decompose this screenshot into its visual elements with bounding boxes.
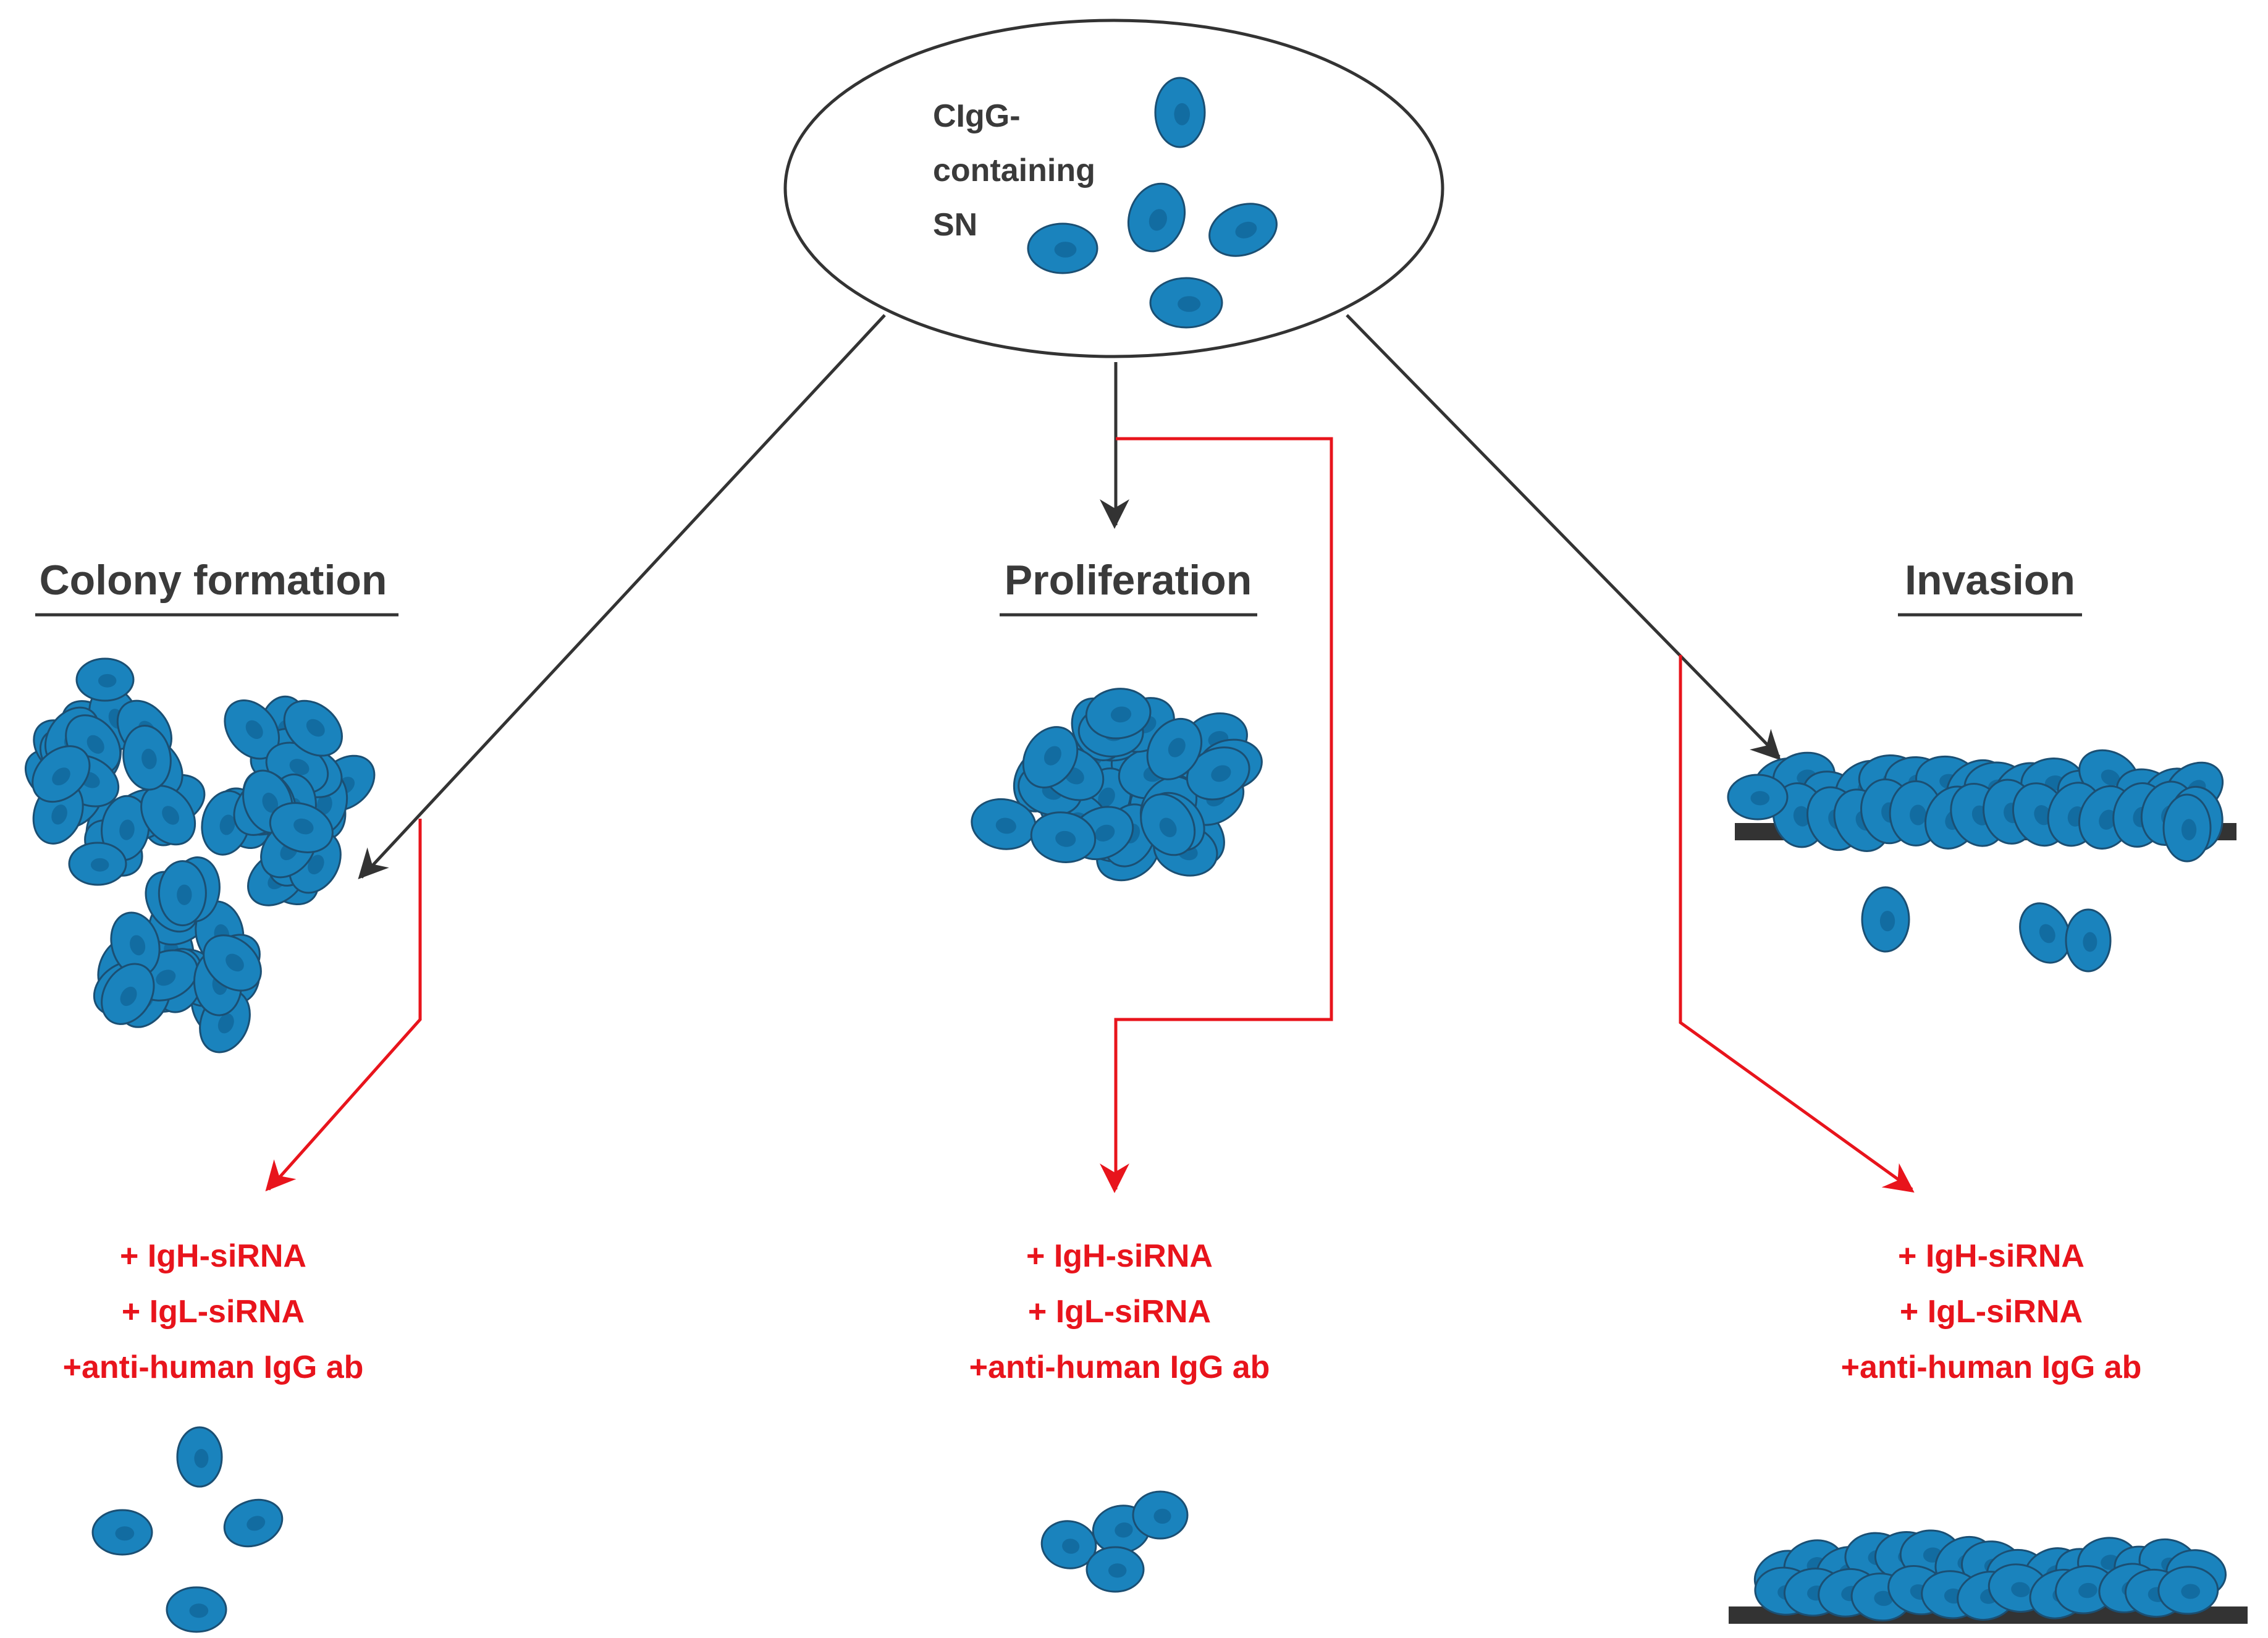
arrow-to-invasion xyxy=(1346,314,1781,761)
cell xyxy=(166,1586,227,1633)
cell xyxy=(1022,726,1079,788)
red-arrow-invasion xyxy=(1679,655,1915,1193)
invasion-cells-on-membrane xyxy=(1727,749,2224,863)
cell xyxy=(2065,908,2112,973)
cell xyxy=(1149,277,1223,329)
proliferation-treatment-1: + IgH-siRNA xyxy=(1026,1238,1213,1274)
treatment-labels: + IgH-siRNA + IgL-siRNA +anti-human IgG … xyxy=(63,1238,2142,1385)
cell xyxy=(283,699,343,757)
source-label-line-3: SN xyxy=(933,207,977,243)
cell xyxy=(1086,1546,1145,1593)
colony-treated-cells xyxy=(91,1426,284,1633)
cell xyxy=(1208,203,1278,257)
colony-treatment-3: +anti-human IgG ab xyxy=(63,1349,364,1385)
cell xyxy=(1146,717,1203,780)
cell xyxy=(176,1426,223,1488)
cell xyxy=(122,725,172,791)
invasion-treatment-1: + IgH-siRNA xyxy=(1898,1238,2085,1274)
cell xyxy=(2162,793,2212,863)
heading-colony-formation: Colony formation xyxy=(40,557,387,604)
source-label-line-1: CIgG- xyxy=(933,98,1021,134)
invasion-cells-migrated xyxy=(1861,886,2112,973)
cell xyxy=(68,842,127,886)
cell xyxy=(32,745,91,803)
cell xyxy=(1154,77,1206,148)
heading-invasion: Invasion xyxy=(1905,557,2075,604)
proliferation-treated-cells xyxy=(1040,1490,1189,1593)
red-arrow-colony xyxy=(265,819,422,1192)
cell xyxy=(1727,774,1789,821)
invasion-treatment-3: +anti-human IgG ab xyxy=(1841,1349,2142,1385)
source-label-line-2: containing xyxy=(933,153,1095,188)
colony-cluster-b xyxy=(201,695,376,906)
cell xyxy=(203,934,262,992)
cell xyxy=(1186,746,1250,801)
cell xyxy=(1140,793,1196,856)
source-node: CIgG- containing SN xyxy=(783,19,1444,358)
colony-treatment-2: + IgL-siRNA xyxy=(122,1294,305,1330)
red-arrows xyxy=(265,437,1915,1194)
assay-headings: Colony formation Proliferation Invasion xyxy=(35,557,2082,617)
invasion-treatment-2: + IgL-siRNA xyxy=(1900,1294,2083,1330)
colony-cluster-a xyxy=(24,657,206,886)
colony-cluster-c xyxy=(93,856,262,1053)
cell xyxy=(1085,688,1152,740)
cell xyxy=(971,798,1037,850)
cell xyxy=(1027,222,1098,274)
source-cells xyxy=(1027,77,1278,329)
cell xyxy=(75,657,135,702)
cell xyxy=(269,802,334,853)
proliferation-treatment-3: +anti-human IgG ab xyxy=(969,1349,1270,1385)
arrow-to-colony xyxy=(358,314,886,880)
cell xyxy=(1861,886,1910,953)
cell xyxy=(224,699,280,760)
cell xyxy=(158,860,207,927)
source-ellipse xyxy=(783,19,1444,358)
colony-treatment-1: + IgH-siRNA xyxy=(120,1238,306,1274)
cell xyxy=(2157,1566,2219,1615)
proliferation-cluster xyxy=(971,688,1263,882)
cell xyxy=(1030,811,1097,863)
cell xyxy=(91,1509,153,1556)
invasion-treated-cells xyxy=(1753,1529,2227,1622)
cell xyxy=(101,963,155,1025)
cell xyxy=(1127,182,1186,253)
cell xyxy=(1132,1490,1189,1540)
cell xyxy=(223,1498,284,1548)
heading-proliferation: Proliferation xyxy=(1005,557,1252,604)
red-arrow-proliferation xyxy=(1099,437,1333,1194)
cell xyxy=(2019,902,2071,964)
cell xyxy=(1040,1520,1097,1569)
membranes xyxy=(1729,823,2248,1624)
proliferation-treatment-2: + IgL-siRNA xyxy=(1028,1294,1211,1330)
black-arrows xyxy=(358,314,1781,880)
